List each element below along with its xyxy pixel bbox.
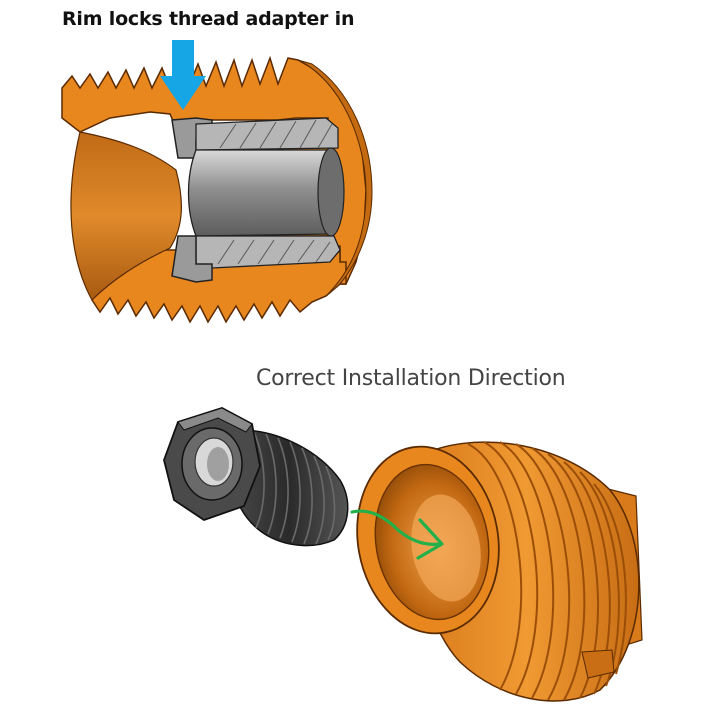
down-arrow-icon	[160, 40, 206, 110]
adapter-lower-threads	[195, 235, 341, 269]
caption-rim-locks: Rim locks thread adapter in	[62, 8, 355, 30]
insert-rim-edge	[297, 59, 373, 297]
adapter-hole-inner	[207, 447, 229, 481]
adapter-lower-hatch	[217, 239, 331, 265]
insert-inner-highlight	[411, 494, 481, 602]
curved-arrow-icon	[350, 509, 444, 560]
insert-thread-lines	[467, 441, 627, 701]
adapter-bore-end	[317, 147, 345, 237]
rim-insert-illustration	[356, 441, 643, 702]
insert-tab-bottom	[581, 649, 615, 679]
adapter-lower-flange	[171, 235, 213, 283]
thread-adapter-illustration	[163, 407, 349, 547]
adapter-upper-threads	[195, 117, 339, 151]
cross-section-illustration	[61, 55, 373, 324]
adapter-upper-hatch	[219, 119, 333, 149]
insert-bore	[70, 131, 182, 301]
caption-installation-direction: Correct Installation Direction	[256, 366, 566, 391]
adapter-thread-lines	[253, 431, 336, 545]
adapter-hex-top-facet	[177, 407, 253, 433]
